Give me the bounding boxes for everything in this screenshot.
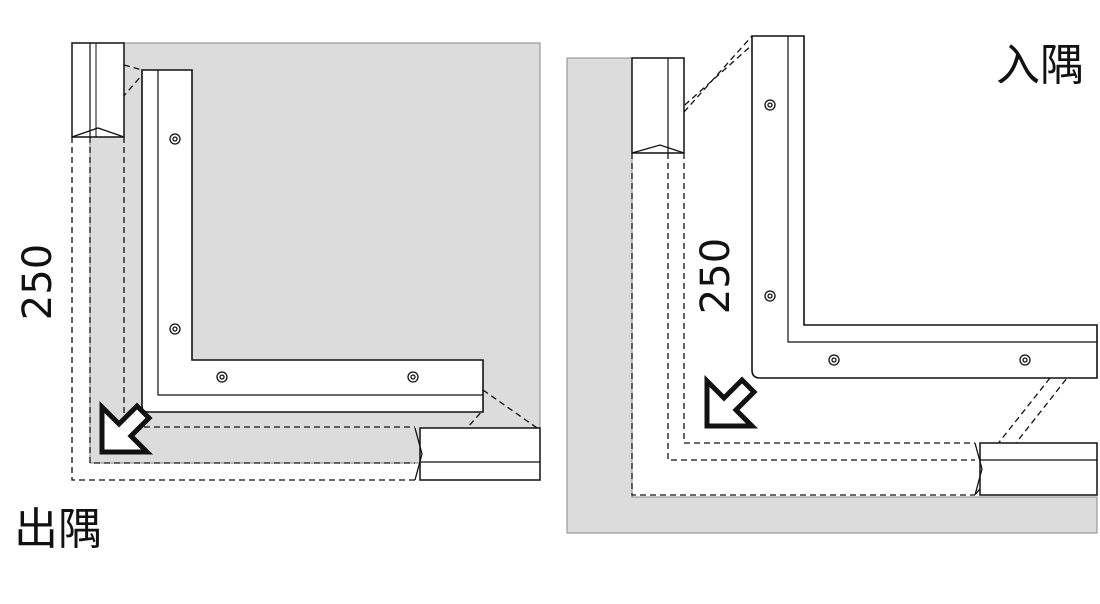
outside-corner-panel [71,42,541,481]
dimension-label-right: 250 [693,237,739,315]
end-cap-vertical-outside [71,42,125,138]
dimension-label-left: 250 [15,243,61,321]
screw-holes-inside [764,99,1031,366]
arrow-down-left-icon [99,400,154,455]
l-joint-plate-inside [751,35,1098,379]
inside-corner-label: 入隅 [996,40,1084,91]
end-cap-horizontal-inside [974,442,1098,496]
screw-holes-outside [169,133,419,383]
end-cap-vertical-inside [631,57,685,154]
end-cap-horizontal-outside [414,427,541,481]
inside-corner-panel [566,35,1098,534]
outside-corner-label: 出隅 [14,504,102,555]
arrow-down-left-icon [704,374,759,429]
